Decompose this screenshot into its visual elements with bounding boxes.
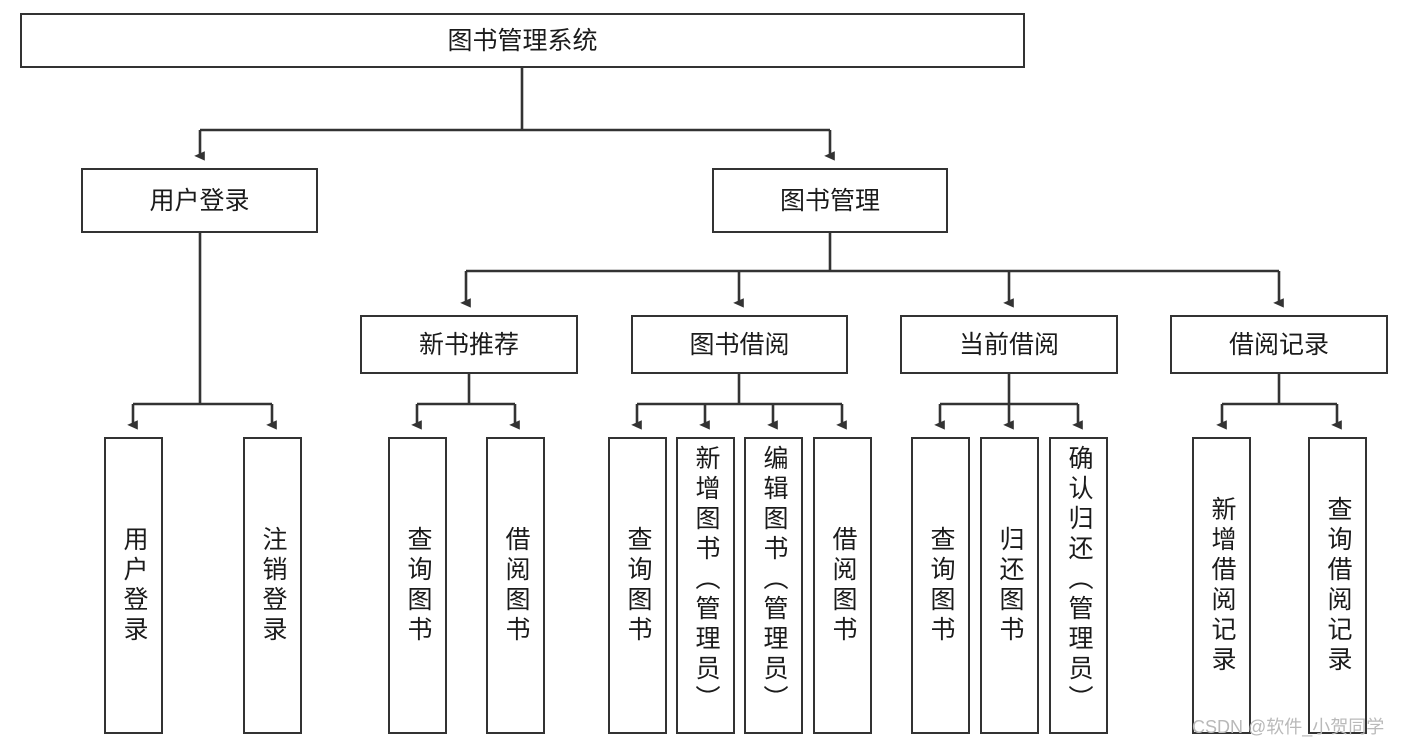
node-leaf-add-record[interactable]: 新增借阅记录	[1192, 437, 1251, 734]
node-leaf-add-book[interactable]: 新增图书（管理员）	[676, 437, 735, 734]
node-leaf-query-book-1[interactable]: 查询图书	[388, 437, 447, 734]
node-root[interactable]: 图书管理系统	[20, 13, 1025, 68]
node-leaf-user-login-label: 用户登录	[120, 525, 148, 646]
node-leaf-borrow-book-1[interactable]: 借阅图书	[486, 437, 545, 734]
node-leaf-query-book-3[interactable]: 查询图书	[911, 437, 970, 734]
node-book-borrow[interactable]: 图书借阅	[631, 315, 848, 374]
node-current-borrow[interactable]: 当前借阅	[900, 315, 1118, 374]
node-user-login[interactable]: 用户登录	[81, 168, 318, 233]
node-leaf-borrow-book-2-label: 借阅图书	[829, 525, 857, 646]
node-leaf-return-book[interactable]: 归还图书	[980, 437, 1039, 734]
node-leaf-query-book-1-label: 查询图书	[404, 525, 432, 646]
node-leaf-user-login[interactable]: 用户登录	[104, 437, 163, 734]
node-book-management-label: 图书管理	[779, 186, 880, 215]
node-borrow-record[interactable]: 借阅记录	[1170, 315, 1388, 374]
node-leaf-edit-book[interactable]: 编辑图书（管理员）	[744, 437, 803, 734]
node-book-borrow-label: 图书借阅	[689, 330, 790, 359]
node-book-management[interactable]: 图书管理	[712, 168, 948, 233]
node-new-book-recommend-label: 新书推荐	[418, 330, 519, 359]
node-leaf-logout-login[interactable]: 注销登录	[243, 437, 302, 734]
node-new-book-recommend[interactable]: 新书推荐	[360, 315, 578, 374]
node-leaf-logout-login-label: 注销登录	[259, 525, 287, 646]
node-leaf-return-book-label: 归还图书	[996, 525, 1024, 646]
csdn-watermark: CSDN @软件_小贺同学	[1192, 717, 1385, 737]
node-leaf-edit-book-label: 编辑图书（管理员）	[760, 445, 788, 715]
node-leaf-query-book-3-label: 查询图书	[927, 525, 955, 646]
node-leaf-confirm-return-label: 确认归还（管理员）	[1065, 445, 1093, 715]
node-leaf-borrow-book-1-label: 借阅图书	[502, 525, 530, 646]
node-leaf-confirm-return[interactable]: 确认归还（管理员）	[1049, 437, 1108, 734]
node-borrow-record-label: 借阅记录	[1228, 330, 1329, 359]
node-leaf-add-book-label: 新增图书（管理员）	[692, 445, 720, 715]
node-leaf-borrow-book-2[interactable]: 借阅图书	[813, 437, 872, 734]
node-leaf-query-book-2-label: 查询图书	[624, 525, 652, 646]
node-root-label: 图书管理系统	[447, 26, 598, 55]
node-user-login-label: 用户登录	[149, 186, 250, 215]
node-leaf-query-record[interactable]: 查询借阅记录	[1308, 437, 1367, 734]
node-leaf-add-record-label: 新增借阅记录	[1208, 495, 1236, 676]
node-leaf-query-record-label: 查询借阅记录	[1324, 495, 1352, 676]
node-leaf-query-book-2[interactable]: 查询图书	[608, 437, 667, 734]
node-current-borrow-label: 当前借阅	[958, 330, 1059, 359]
